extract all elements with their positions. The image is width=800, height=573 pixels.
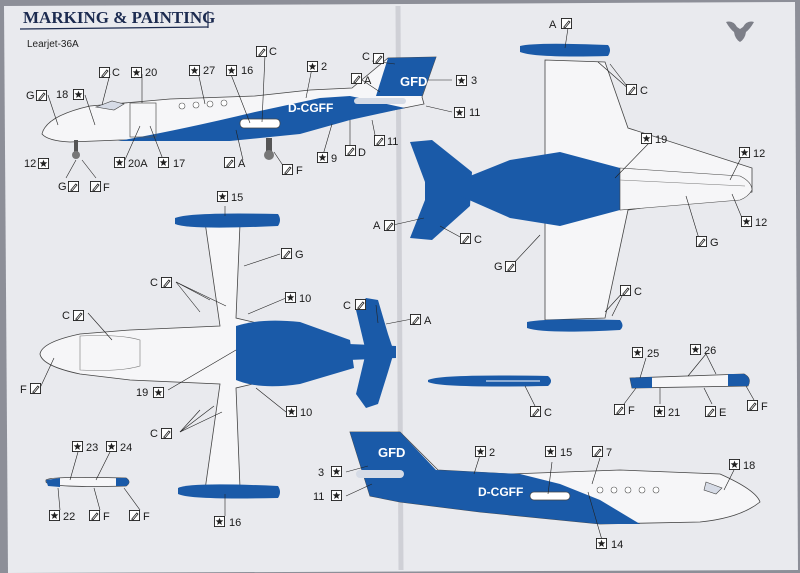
svg-text:19: 19 bbox=[655, 134, 667, 146]
owl-icon bbox=[726, 21, 754, 42]
svg-text:C: C bbox=[343, 300, 351, 312]
svg-text:17: 17 bbox=[173, 158, 185, 170]
svg-text:C: C bbox=[474, 234, 482, 246]
svg-text:26: 26 bbox=[704, 345, 716, 357]
svg-text:15: 15 bbox=[560, 447, 572, 459]
svg-text:A: A bbox=[549, 19, 557, 31]
svg-text:19: 19 bbox=[136, 387, 148, 399]
svg-text:C: C bbox=[544, 407, 552, 419]
svg-text:F: F bbox=[143, 511, 150, 523]
svg-text:10: 10 bbox=[299, 293, 311, 305]
bottom-view-callouts bbox=[39, 206, 413, 516]
svg-text:20A: 20A bbox=[128, 158, 148, 170]
svg-text:F: F bbox=[628, 405, 635, 417]
svg-text:10: 10 bbox=[300, 407, 312, 419]
svg-text:3: 3 bbox=[471, 75, 477, 87]
svg-text:2: 2 bbox=[321, 61, 327, 73]
svg-text:2: 2 bbox=[489, 447, 495, 459]
svg-text:25: 25 bbox=[647, 348, 659, 360]
left-view-codes: G 18 C 20 27 16 C 2 C A 3 11 11 D 9 F A … bbox=[24, 46, 480, 194]
nose-gear-door-part: 23 24 22 F F bbox=[45, 441, 150, 523]
right-view-callouts bbox=[345, 454, 735, 541]
top-view bbox=[410, 43, 753, 332]
left-side-view: D-CGFF GFD bbox=[41, 56, 437, 160]
svg-text:A: A bbox=[238, 158, 246, 170]
svg-text:3: 3 bbox=[318, 467, 324, 479]
main-gear-door-part: 25 26 F 21 E F bbox=[614, 344, 768, 419]
svg-text:GFD: GFD bbox=[378, 445, 405, 460]
right-side-view: GFD D-CGFF bbox=[349, 431, 761, 525]
svg-text:12: 12 bbox=[24, 158, 36, 170]
title-underline bbox=[19, 26, 209, 30]
svg-text:16: 16 bbox=[229, 517, 241, 529]
svg-text:18: 18 bbox=[743, 460, 755, 472]
svg-text:7: 7 bbox=[606, 447, 612, 459]
svg-text:9: 9 bbox=[331, 153, 337, 165]
svg-text:12: 12 bbox=[753, 148, 765, 160]
svg-text:11: 11 bbox=[469, 107, 480, 119]
svg-text:12: 12 bbox=[755, 217, 767, 229]
svg-text:21: 21 bbox=[668, 407, 680, 419]
svg-text:15: 15 bbox=[231, 192, 243, 204]
svg-text:D-CGFF: D-CGFF bbox=[478, 485, 523, 499]
right-view-codes: 3 11 2 15 7 14 18 bbox=[313, 446, 755, 551]
svg-text:A: A bbox=[373, 220, 381, 232]
svg-text:18: 18 bbox=[56, 89, 68, 101]
svg-text:20: 20 bbox=[145, 67, 157, 79]
svg-text:11: 11 bbox=[387, 136, 398, 148]
svg-text:D: D bbox=[358, 147, 366, 159]
svg-text:24: 24 bbox=[120, 442, 132, 454]
svg-text:A: A bbox=[424, 315, 432, 327]
svg-text:C: C bbox=[150, 428, 158, 440]
top-view-codes: A C 19 12 12 G A C G C bbox=[373, 18, 767, 298]
svg-text:G: G bbox=[58, 181, 67, 193]
svg-text:E: E bbox=[719, 407, 726, 419]
svg-text:C: C bbox=[62, 310, 70, 322]
svg-text:F: F bbox=[296, 165, 303, 177]
svg-text:27: 27 bbox=[203, 65, 215, 77]
svg-text:C: C bbox=[362, 51, 370, 63]
svg-text:C: C bbox=[269, 46, 277, 58]
svg-text:G: G bbox=[26, 90, 35, 102]
svg-text:11: 11 bbox=[313, 491, 324, 503]
svg-text:D-CGFF: D-CGFF bbox=[288, 101, 333, 115]
svg-text:C: C bbox=[150, 277, 158, 289]
svg-text:C: C bbox=[634, 286, 642, 298]
svg-text:G: G bbox=[494, 261, 503, 273]
svg-text:GFD: GFD bbox=[400, 74, 427, 89]
sheet-title: MARKING & PAINTING bbox=[23, 8, 215, 27]
svg-text:14: 14 bbox=[611, 539, 623, 551]
svg-text:G: G bbox=[295, 249, 304, 261]
bottom-view bbox=[39, 213, 396, 499]
tip-tank-part: C bbox=[428, 375, 552, 419]
svg-text:F: F bbox=[103, 182, 110, 194]
svg-text:16: 16 bbox=[241, 65, 253, 77]
svg-text:C: C bbox=[112, 67, 120, 79]
svg-text:F: F bbox=[20, 384, 27, 396]
svg-text:22: 22 bbox=[63, 511, 75, 523]
aircraft-model: Learjet-36A bbox=[27, 39, 79, 50]
svg-text:23: 23 bbox=[86, 442, 98, 454]
svg-text:C: C bbox=[640, 85, 648, 97]
svg-text:G: G bbox=[710, 237, 719, 249]
bottom-view-codes: 15 G C 10 C A C F 19 C 10 16 bbox=[20, 191, 432, 529]
svg-text:F: F bbox=[103, 511, 110, 523]
svg-text:A: A bbox=[364, 75, 372, 87]
svg-text:F: F bbox=[761, 401, 768, 413]
top-view-callouts bbox=[392, 27, 743, 317]
